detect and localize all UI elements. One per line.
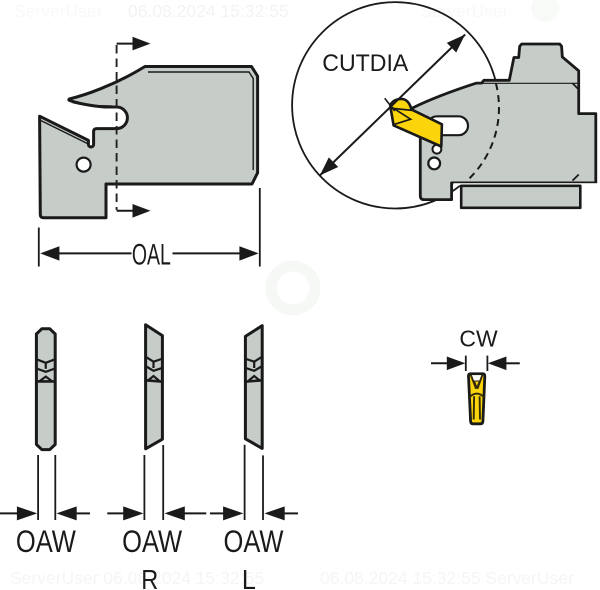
svg-text:06.08.2024 15:32:55: 06.08.2024 15:32:55 (128, 1, 289, 21)
svg-text:OAW: OAW (224, 524, 284, 559)
svg-text:OAW: OAW (16, 524, 76, 559)
svg-text:ServerUser 06.08.2024 15:32:55: ServerUser 06.08.2024 15:32:55 (10, 568, 264, 588)
svg-text:CUTDIA: CUTDIA (322, 50, 409, 77)
svg-text:ServerUser: ServerUser (420, 1, 509, 21)
svg-text:CW: CW (459, 326, 498, 352)
svg-text:ServerUser: ServerUser (14, 1, 103, 21)
svg-text:L: L (242, 564, 256, 590)
svg-text:OAL: OAL (132, 239, 171, 272)
svg-text:06.08.2024 15:32:55 ServerUser: 06.08.2024 15:32:55 ServerUser (320, 568, 574, 588)
svg-text:OAW: OAW (122, 524, 182, 559)
svg-text:R: R (141, 564, 158, 590)
